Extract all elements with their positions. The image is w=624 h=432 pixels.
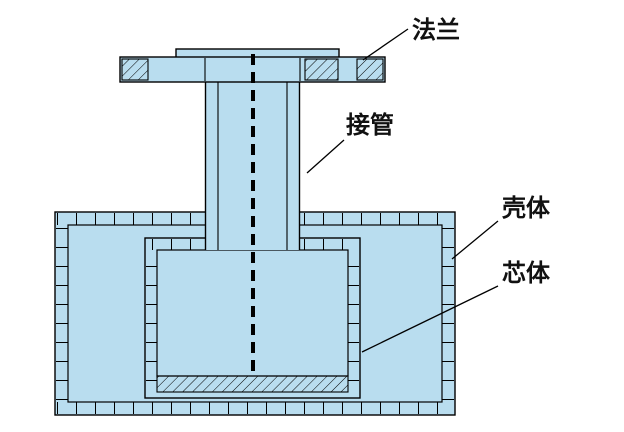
shell-right-band xyxy=(442,225,454,402)
core-shape xyxy=(144,237,361,399)
label-shell: 壳体 xyxy=(501,195,551,222)
label-core: 芯体 xyxy=(502,260,551,287)
core-right-band xyxy=(348,250,359,398)
shell-left-band xyxy=(56,225,68,402)
leader-flange xyxy=(362,28,409,61)
label-pipe: 接管 xyxy=(346,111,394,139)
core-left-band xyxy=(146,250,157,398)
core-bottom-hatch xyxy=(156,375,349,393)
leader-pipe xyxy=(306,139,345,174)
flange-hatch-right xyxy=(356,58,384,81)
flange-hatch-left xyxy=(121,58,149,81)
leader-shell xyxy=(451,220,499,260)
shell-bottom-band xyxy=(56,402,454,414)
leader-core xyxy=(361,285,499,353)
label-flange: 法兰 xyxy=(412,16,460,44)
flange-hatch-mid-right xyxy=(304,58,339,81)
